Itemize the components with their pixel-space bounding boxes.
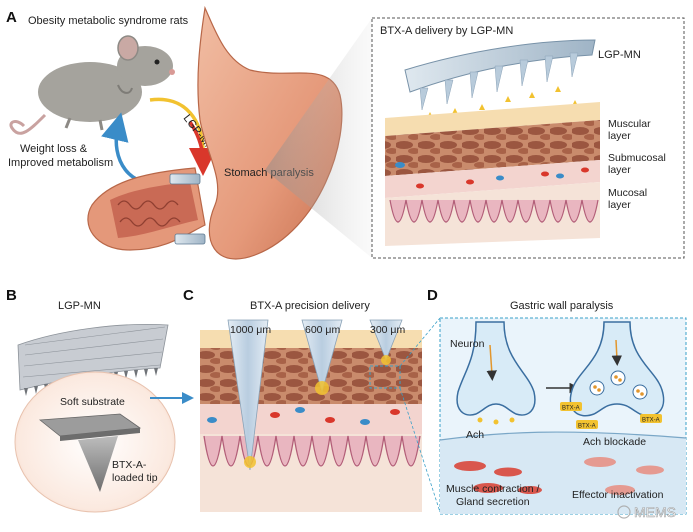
rat-tail xyxy=(9,113,47,135)
outcome-label-line1: Weight loss & xyxy=(20,143,88,155)
panel-d: D Gastric wall paralysis Neuron Ach xyxy=(427,287,687,515)
layer-labels: Muscular layer Submucosal layer Mucosal … xyxy=(608,118,666,211)
needle-label-1000: 1000 μm xyxy=(230,324,271,336)
rat-body xyxy=(38,62,142,122)
layer-mucosal-line2: layer xyxy=(608,199,631,211)
mn-patch-lower xyxy=(174,233,206,245)
panel-c-title: BTX-A precision delivery xyxy=(250,300,370,312)
btx-tag-1: BTX-A xyxy=(562,406,580,412)
ach-vesicles xyxy=(477,417,515,425)
watermark: MEMS xyxy=(617,504,676,520)
needle-600 xyxy=(301,319,343,394)
btx-a-tags: BTX-A BTX-A BTX-A xyxy=(560,402,662,430)
d-muscle-cells-right xyxy=(584,457,664,495)
panel-a-letter: A xyxy=(6,9,17,26)
soft-substrate-label: Soft substrate xyxy=(60,396,125,408)
btx-loaded-tip xyxy=(78,436,118,492)
d-muscle-cells-left xyxy=(454,461,542,494)
neuron-terminal-left xyxy=(456,321,536,416)
d-right-label: Effector inactivation xyxy=(572,489,664,501)
tissue-top-surface xyxy=(385,102,600,136)
watermark-icon xyxy=(617,505,631,519)
tissue-mucosal-folds xyxy=(389,199,599,223)
panel-a: A Obesity metabolic syndrome rats LGP-MN… xyxy=(6,5,685,260)
inset-tissue-block xyxy=(385,102,600,246)
btx-tag-2: BTX-A xyxy=(578,424,596,430)
mn-array-grid xyxy=(22,326,166,378)
tip-label-line1: BTX-A- xyxy=(112,459,147,471)
rat-paw xyxy=(117,84,133,94)
layer-submucosal-line2: layer xyxy=(608,164,631,176)
d-left-line2: Gland secretion xyxy=(456,496,530,508)
c-zoom-line-top xyxy=(399,317,441,367)
needle-1000 xyxy=(227,319,269,471)
needle-300 xyxy=(369,319,403,362)
panel-c-letter: C xyxy=(183,287,194,304)
tissue-muscular-layer xyxy=(385,120,600,176)
layer-mucosal-line1: Mucosal xyxy=(608,187,647,199)
c-submucosal-layer xyxy=(200,404,422,434)
inset-needles xyxy=(419,52,579,111)
layer-muscular-line1: Muscular xyxy=(608,118,651,130)
duodenum-folds xyxy=(117,200,181,227)
c-red-cells xyxy=(270,409,400,423)
blocked-vesicles xyxy=(589,370,648,400)
inset-projection xyxy=(265,18,372,258)
rat-ear xyxy=(117,35,139,61)
tip-label-line2: loaded tip xyxy=(112,472,158,484)
c-zoom-line-bottom xyxy=(399,387,441,513)
layer-muscular-line2: layer xyxy=(608,130,631,142)
mn-patch-upper xyxy=(169,173,201,185)
outcome-label-line2: Improved metabolism xyxy=(8,157,113,169)
panel-b-title: LGP-MN xyxy=(58,300,101,312)
inset-mn-label: LGP-MN xyxy=(598,49,641,61)
ach-blockade-label: Ach blockade xyxy=(583,436,646,448)
btx-tag-3: BTX-A xyxy=(642,418,660,424)
duodenum-lumen xyxy=(110,182,198,238)
needle-label-300: 300 μm xyxy=(370,324,405,336)
rat-illustration xyxy=(9,35,175,135)
layer-submucosal-line1: Submucosal xyxy=(608,152,666,164)
panel-b-letter: B xyxy=(6,287,17,304)
panel-d-title: Gastric wall paralysis xyxy=(510,300,614,312)
neuron-label: Neuron xyxy=(450,338,485,350)
neuron-signal-right xyxy=(611,339,623,366)
c-drug-release xyxy=(244,355,391,468)
d-left-line1: Muscle contraction / xyxy=(446,483,539,495)
soft-substrate-edge xyxy=(60,428,140,441)
tissue-submucosal-layer xyxy=(385,160,600,198)
watermark-text: MEMS xyxy=(634,504,676,520)
tissue-blue-cells xyxy=(395,162,564,181)
d-tissue-border xyxy=(439,431,687,441)
rat-nose xyxy=(169,69,175,75)
panel-c: C BTX-A precision delivery 1000 μm 600 μ… xyxy=(183,287,441,513)
c-zoom-box xyxy=(369,365,401,389)
c-blue-cells xyxy=(207,407,370,425)
tissue-red-cells xyxy=(416,167,589,189)
inset-title: BTX-A delivery by LGP-MN xyxy=(380,25,513,37)
lgp-mn-arrow-red xyxy=(188,121,217,176)
neuron-signal-left xyxy=(486,344,497,381)
needle-label-600: 600 μm xyxy=(305,324,340,336)
rat-label: Obesity metabolic syndrome rats xyxy=(28,15,189,27)
panel-b: B LGP-MN Soft substrate BTX-A- loaded ti… xyxy=(6,287,194,513)
ach-label: Ach xyxy=(466,429,484,441)
panel-d-letter: D xyxy=(427,287,438,304)
rat-eye xyxy=(154,59,160,65)
